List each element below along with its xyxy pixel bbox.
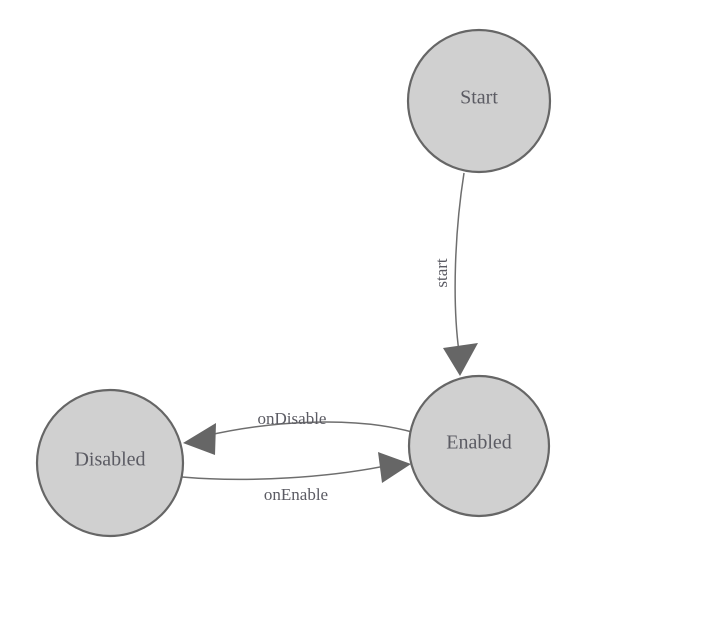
- node-start-label: Start: [460, 87, 498, 109]
- node-enabled-circle: [407, 374, 551, 518]
- node-enabled-label: Enabled: [446, 432, 512, 454]
- node-start[interactable]: Start: [406, 28, 552, 174]
- node-disabled-label: Disabled: [74, 449, 145, 471]
- edge-start-to-enabled[interactable]: start: [432, 172, 478, 376]
- edge-enabled-to-disabled[interactable]: onDisable: [183, 409, 413, 455]
- node-start-circle: [406, 28, 552, 174]
- arrowhead-start-to-enabled: [443, 343, 478, 376]
- node-enabled[interactable]: Enabled: [407, 374, 551, 518]
- arrowhead-disabled-to-enabled: [378, 452, 411, 483]
- arrowhead-enabled-to-disabled: [183, 423, 216, 455]
- edge-label-on-enable: onEnable: [264, 485, 328, 504]
- node-disabled[interactable]: Disabled: [35, 388, 185, 538]
- node-disabled-circle: [35, 388, 185, 538]
- edge-path-disabled-to-enabled: [181, 465, 386, 481]
- edge-disabled-to-enabled[interactable]: onEnable: [181, 452, 411, 504]
- edge-path-start-to-enabled: [454, 172, 465, 353]
- edge-label-on-disable: onDisable: [258, 409, 327, 428]
- edge-path-enabled-to-disabled: [204, 421, 413, 437]
- edge-label-start: start: [432, 258, 451, 288]
